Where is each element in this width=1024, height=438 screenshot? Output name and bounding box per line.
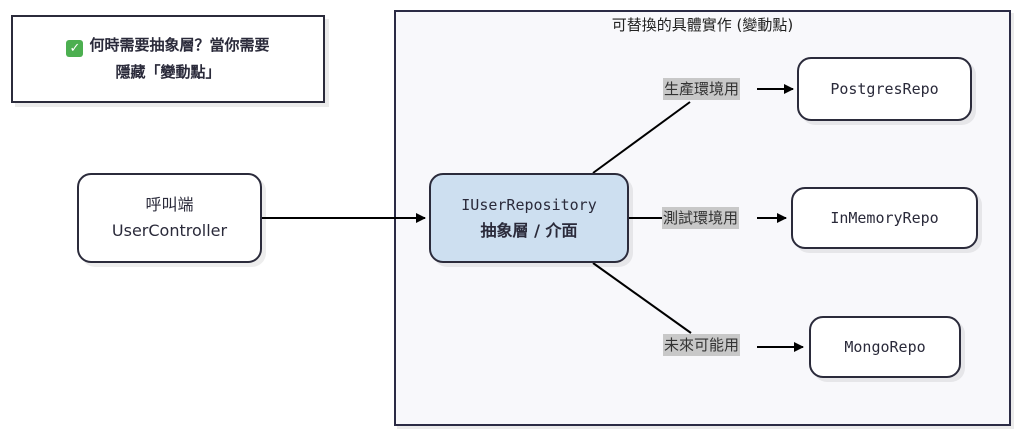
postgres-repo-node[interactable]: PostgresRepo	[797, 57, 972, 121]
postgres-repo-label: PostgresRepo	[830, 80, 939, 98]
note-line-2: 隱藏「變動點」	[115, 63, 221, 81]
info-note: ✓ 何時需要抽象層？當你需要 隱藏「變動點」	[11, 15, 325, 103]
inmemory-repo-node[interactable]: InMemoryRepo	[791, 187, 978, 249]
caller-name-label: UserController	[111, 221, 228, 240]
group-title: 可替換的具體實作 (變動點)	[611, 16, 794, 34]
edge-to-production-label	[592, 101, 691, 174]
note-line-1: 何時需要抽象層？當你需要	[89, 36, 270, 54]
edge-label-testing: 測試環境用	[662, 207, 740, 229]
interface-role-label: 抽象層 / 介面	[480, 221, 578, 240]
interface-node[interactable]: IUserRepository 抽象層 / 介面	[429, 173, 629, 263]
interface-name-label: IUserRepository	[461, 196, 597, 214]
edge-label-future: 未來可能用	[663, 334, 741, 356]
mongo-repo-node[interactable]: MongoRepo	[809, 316, 961, 378]
edge-label-production: 生產環境用	[663, 78, 741, 100]
edge-to-future-label	[592, 262, 692, 334]
caller-role-label: 呼叫端	[145, 195, 194, 214]
caller-node[interactable]: 呼叫端 UserController	[77, 173, 262, 263]
inmemory-repo-label: InMemoryRepo	[830, 209, 939, 227]
mongo-repo-label: MongoRepo	[844, 338, 926, 356]
check-mark-icon: ✓	[66, 40, 84, 57]
